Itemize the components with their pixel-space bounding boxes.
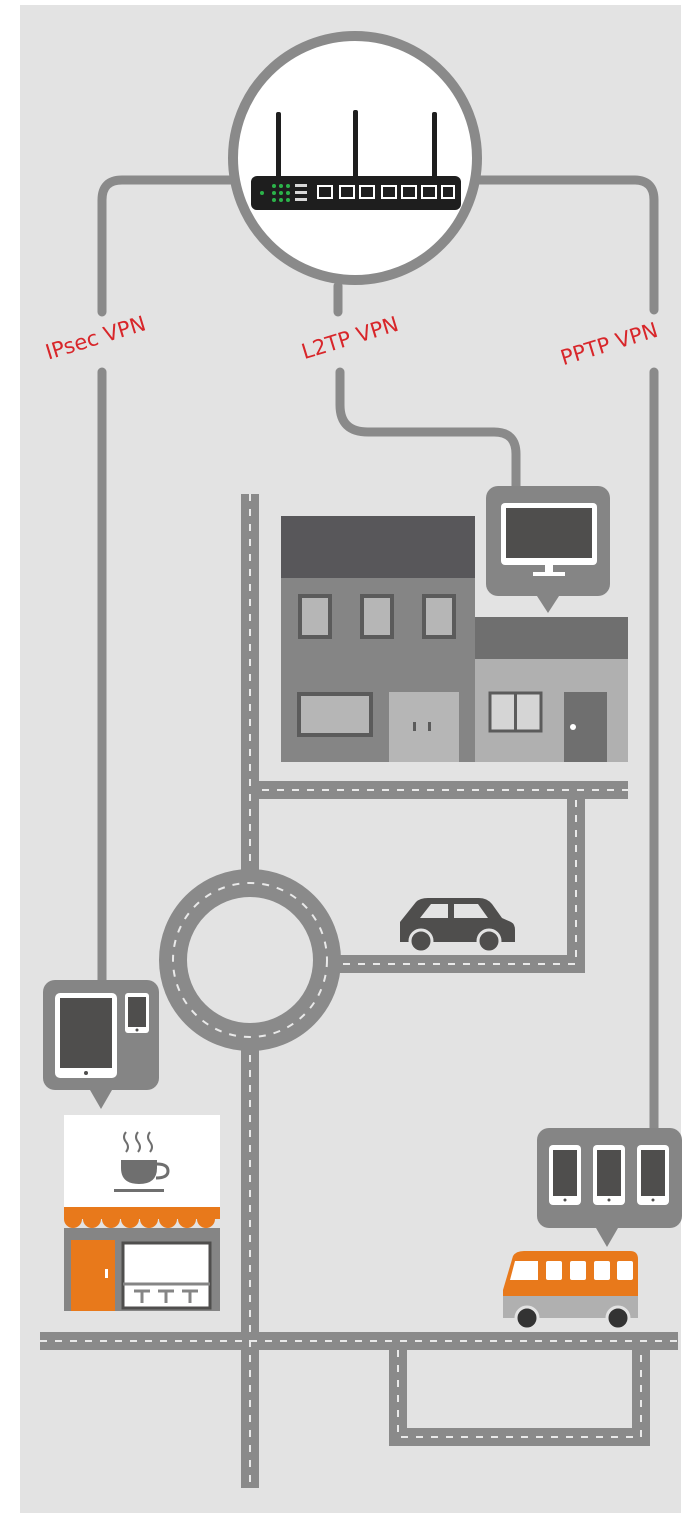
ethernet-port: [402, 186, 416, 198]
shop-door: [71, 1240, 115, 1311]
led: [272, 198, 276, 202]
awning-scallop: [64, 1210, 82, 1228]
car-wheel: [478, 930, 500, 952]
ethernet-port: [422, 186, 436, 198]
building-window: [424, 596, 454, 637]
led: [286, 191, 290, 195]
usb-port: [295, 184, 307, 187]
monitor-bubble: [486, 486, 610, 613]
cup-saucer: [114, 1189, 164, 1192]
led: [279, 198, 283, 202]
phone-screen: [597, 1150, 621, 1196]
mobile-devices-bubble-left: [43, 980, 159, 1109]
phone-home-button: [652, 1199, 655, 1202]
ethernet-port: [442, 186, 454, 198]
led: [272, 191, 276, 195]
awning-scallop: [140, 1210, 158, 1228]
router-antenna-middle: [353, 110, 358, 178]
door-handle: [428, 722, 431, 731]
router-antenna-left: [276, 112, 281, 178]
bus-window: [617, 1261, 633, 1280]
roundabout: [173, 883, 327, 1037]
ethernet-port: [382, 186, 396, 198]
led: [279, 184, 283, 188]
building-window: [362, 596, 392, 637]
phone-screen: [128, 997, 146, 1027]
ethernet-port: [340, 186, 354, 198]
coffee-shop: [64, 1115, 220, 1311]
tablet-home-button: [84, 1071, 88, 1075]
awning-scallop: [178, 1210, 196, 1228]
led: [286, 184, 290, 188]
smartphone-icon: [637, 1145, 669, 1205]
building-window: [299, 694, 371, 735]
tablet-screen: [60, 998, 112, 1068]
led: [272, 184, 276, 188]
usb-port: [295, 191, 307, 194]
building-left-roof: [281, 516, 475, 578]
bus-icon: [503, 1251, 638, 1329]
bus-window: [546, 1261, 562, 1280]
bus-window: [570, 1261, 586, 1280]
monitor-base: [533, 572, 565, 576]
door-handle: [413, 722, 416, 731]
router-antenna-right: [432, 112, 437, 178]
led: [286, 198, 290, 202]
bus-window: [594, 1261, 610, 1280]
monitor-screen: [506, 508, 592, 558]
awning-scallop: [121, 1210, 139, 1228]
awning-scallop: [159, 1210, 177, 1228]
router-usb-ports: [295, 184, 307, 201]
car-wheel: [410, 930, 432, 952]
phone-home-button: [564, 1199, 567, 1202]
building-window: [300, 596, 330, 637]
smartphone-icon: [549, 1145, 581, 1205]
router-status-leds: [272, 184, 290, 202]
building-right-roof: [475, 617, 628, 659]
ethernet-port: [318, 186, 332, 198]
tablet-icon: [55, 993, 117, 1078]
door-knob: [570, 724, 576, 730]
phone-home-button: [136, 1029, 139, 1032]
monitor-stand: [545, 565, 553, 572]
awning-scallop: [83, 1210, 101, 1228]
shop-door-handle: [105, 1269, 108, 1278]
led: [279, 191, 283, 195]
awning-scallop: [197, 1210, 215, 1228]
phone-home-button: [608, 1199, 611, 1202]
bus-wheel: [516, 1307, 538, 1329]
ethernet-port: [360, 186, 374, 198]
phone-screen: [553, 1150, 577, 1196]
roundabout-island: [188, 898, 312, 1022]
smartphone-icon: [125, 993, 149, 1033]
building-left-door: [389, 692, 459, 762]
usb-port: [295, 198, 307, 201]
router-power-led: [260, 191, 264, 195]
smartphone-icon: [593, 1145, 625, 1205]
router-node: [233, 36, 477, 280]
phone-screen: [641, 1150, 665, 1196]
awning-scallop: [102, 1210, 120, 1228]
cup-body: [121, 1160, 157, 1184]
bus-wheel: [607, 1307, 629, 1329]
